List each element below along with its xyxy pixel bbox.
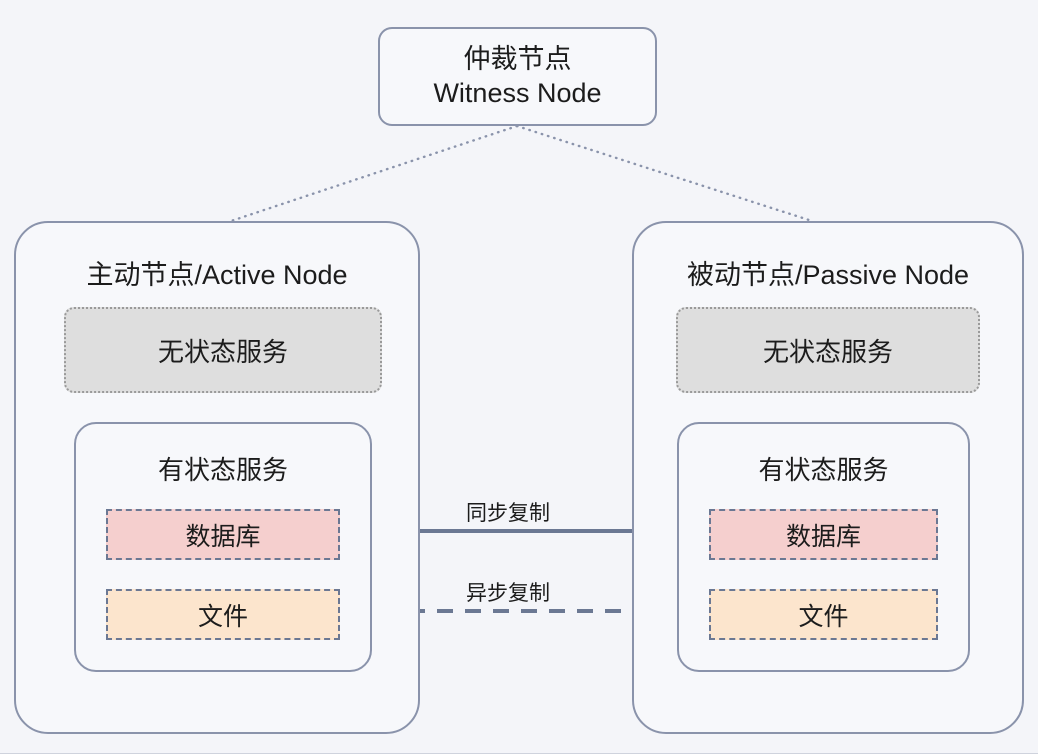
active-node-container[interactable]: 主动节点/Active Node 无状态服务 有状态服务 数据库 文件	[14, 221, 420, 734]
active-stateless-service-label: 无状态服务	[157, 336, 288, 367]
active-stateless-service-box[interactable]: 无状态服务	[64, 307, 382, 393]
active-file-chip[interactable]: 文件	[106, 589, 340, 640]
witness-link-left	[229, 124, 519, 223]
witness-node-box[interactable]: 仲裁节点 Witness Node	[378, 27, 657, 126]
passive-stateless-service-box[interactable]: 无状态服务	[676, 307, 980, 393]
passive-node-title: 被动节点/Passive Node	[686, 260, 970, 290]
witness-link-right	[515, 124, 814, 223]
async-replication-label: 异步复制	[466, 582, 550, 605]
active-file-label: 文件	[197, 602, 248, 631]
passive-node-container[interactable]: 被动节点/Passive Node 无状态服务 有状态服务 数据库 文件	[632, 221, 1024, 734]
active-node-title: 主动节点/Active Node	[86, 260, 348, 290]
active-stateful-service-label: 有状态服务	[157, 455, 288, 485]
active-database-label: 数据库	[185, 522, 261, 551]
sync-replication-label: 同步复制	[466, 502, 550, 525]
passive-stateless-service-label: 无状态服务	[762, 336, 893, 367]
passive-database-label: 数据库	[785, 522, 861, 551]
active-database-chip[interactable]: 数据库	[106, 509, 340, 560]
passive-file-chip[interactable]: 文件	[709, 589, 938, 640]
passive-file-label: 文件	[798, 602, 849, 631]
passive-database-chip[interactable]: 数据库	[709, 509, 938, 560]
witness-node-label-en: Witness Node	[433, 77, 602, 108]
witness-node-label-cn: 仲裁节点	[463, 43, 572, 74]
active-stateful-service-box[interactable]: 有状态服务 数据库 文件	[74, 422, 372, 672]
passive-stateful-service-label: 有状态服务	[758, 455, 889, 485]
passive-stateful-service-box[interactable]: 有状态服务 数据库 文件	[677, 422, 970, 672]
